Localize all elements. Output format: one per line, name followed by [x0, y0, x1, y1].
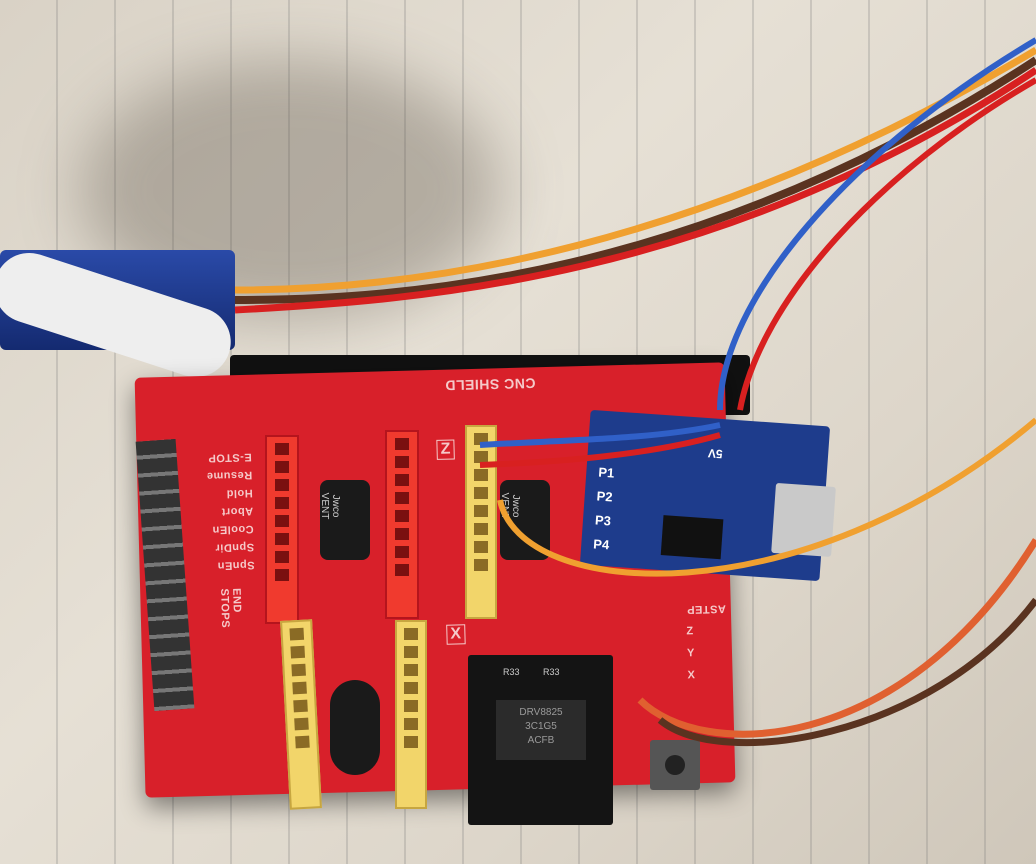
reset-button[interactable] — [650, 740, 700, 790]
servo-motor — [0, 240, 240, 387]
capacitor-3 — [330, 680, 380, 775]
driver-socket-yellow-3 — [395, 620, 427, 809]
chip-line-2: 3C1G5 — [525, 721, 557, 732]
resistor-label-1: R33 — [503, 667, 520, 677]
chip-line-3: ACFB — [527, 735, 555, 746]
driver-socket-yellow-1 — [465, 425, 497, 619]
drv8825-driver: R33 R33 DRV8825 3C1G5 ACFB — [468, 655, 613, 825]
driver-socket-red-2 — [385, 430, 419, 619]
resistor-label-2: R33 — [543, 667, 560, 677]
chip-line-1: DRV8825 — [519, 707, 563, 718]
capacitor-1: Jwco VENT — [319, 480, 370, 560]
driver-chip: DRV8825 3C1G5 ACFB — [496, 700, 586, 760]
driver-socket-red-1 — [265, 435, 299, 624]
